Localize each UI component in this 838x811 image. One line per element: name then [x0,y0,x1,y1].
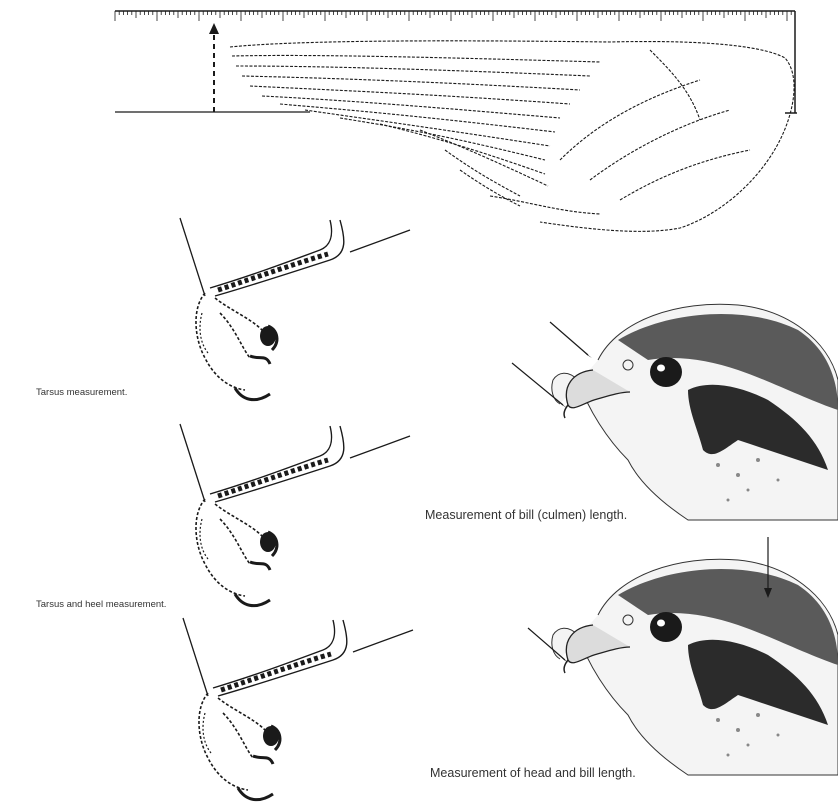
falcon-head-head-bill [552,559,838,775]
bill-arrowhead-upper [583,351,592,358]
bill-arrow-upper [550,322,588,355]
falcon-head-bill [552,304,838,520]
caption-head-bill: Measurement of head and bill length. [430,766,636,780]
caption-tarsus-heel: Tarsus and heel measurement. [36,599,166,610]
bill-arrowhead-lower [558,401,567,408]
caption-bill: Measurement of bill (culmen) length. [425,508,627,522]
caption-tarsus: Tarsus measurement. [36,387,127,398]
